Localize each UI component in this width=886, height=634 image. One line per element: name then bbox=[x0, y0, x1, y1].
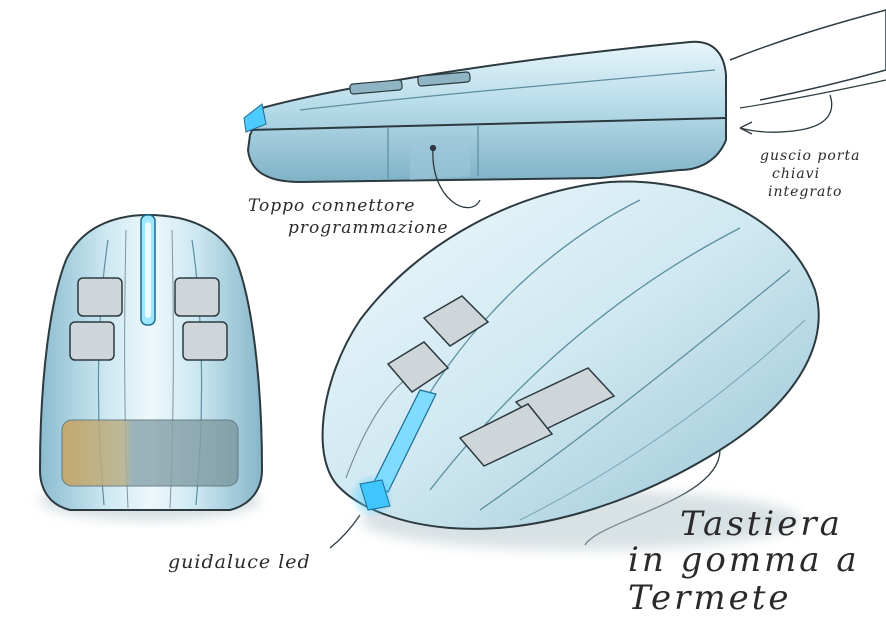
annotation-keypad-line2: in gomma a bbox=[628, 540, 860, 580]
annotation-cap-line2: programmazione bbox=[288, 218, 449, 238]
annotation-keypad-line3: Termete bbox=[628, 578, 792, 618]
top-view bbox=[38, 213, 264, 520]
side-view bbox=[243, 40, 727, 184]
annotation-key-holder-line2: chiavi bbox=[772, 166, 821, 182]
perspective-view bbox=[321, 180, 820, 550]
annotation-led: guidaluce led bbox=[168, 551, 311, 573]
annotation-key-holder-line1: guscio porta bbox=[760, 148, 861, 164]
annotation-keypad-line1: Tastiera bbox=[680, 504, 843, 544]
annotation-cap-line1: Toppo connettore bbox=[248, 196, 416, 216]
key-holder-detail bbox=[729, 9, 886, 135]
annotation-key-holder-line3: integrato bbox=[768, 184, 843, 200]
